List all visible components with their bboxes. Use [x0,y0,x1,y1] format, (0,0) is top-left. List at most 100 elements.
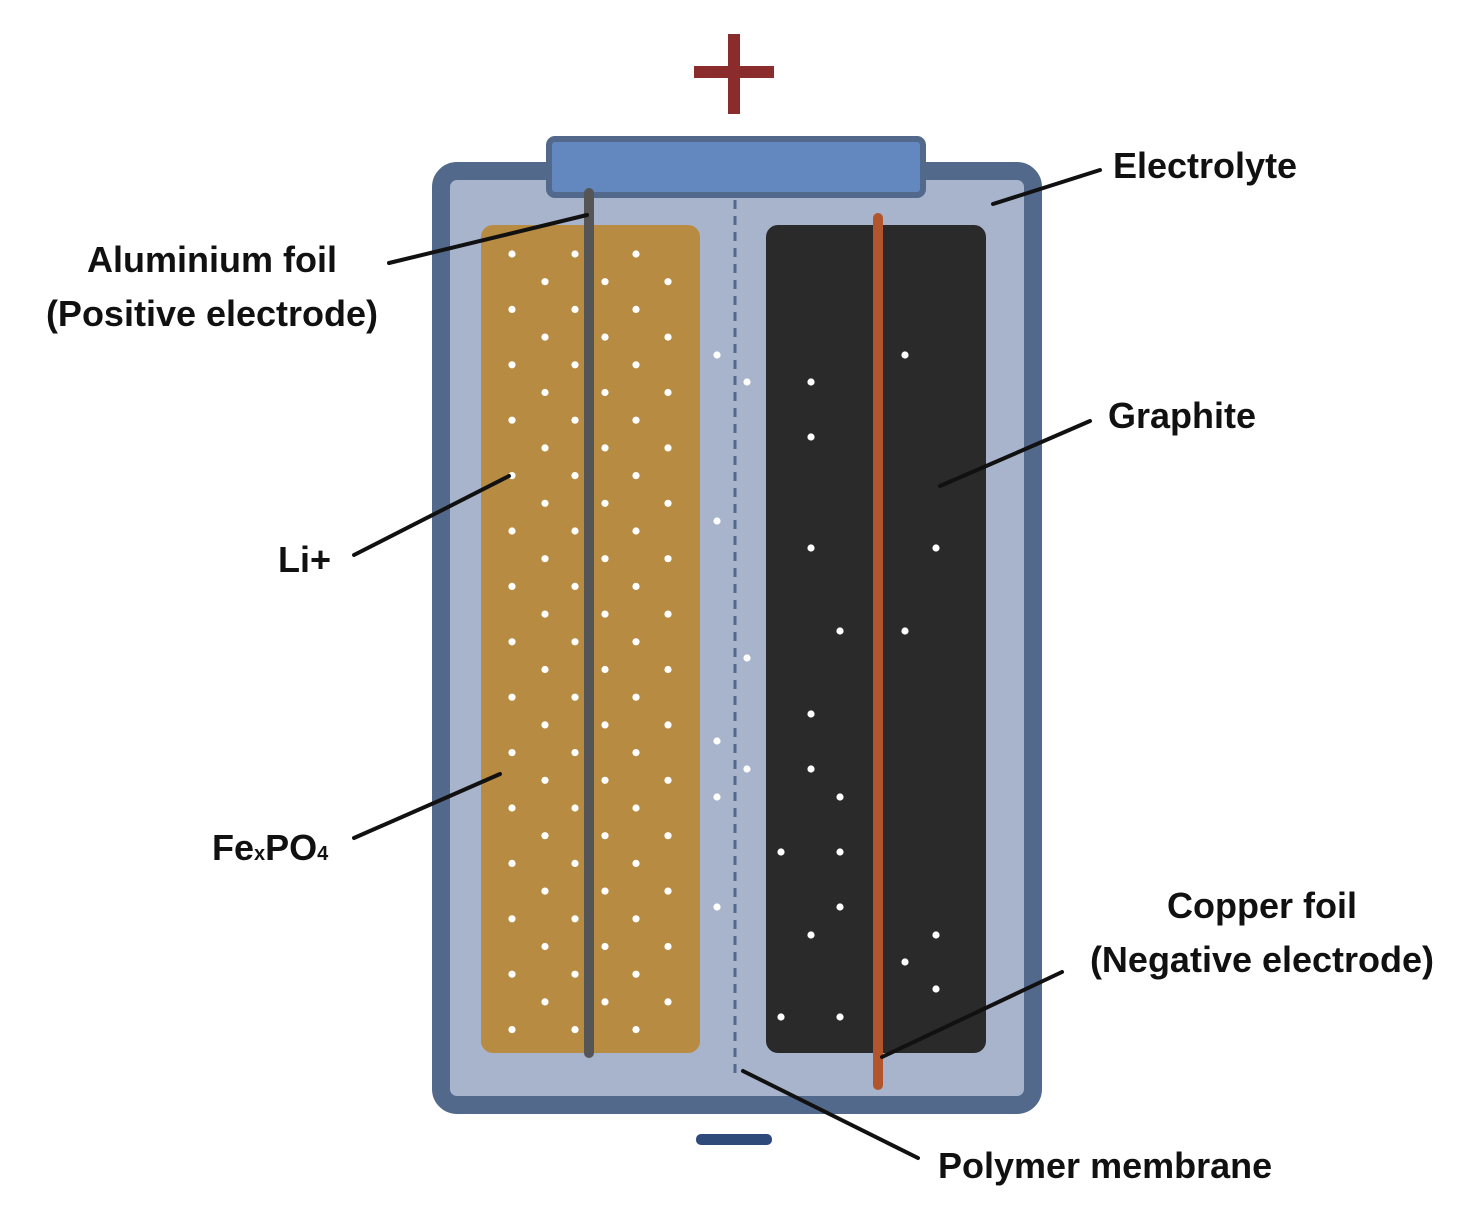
li-ion-dot [664,388,672,397]
li-ion-dot [632,693,640,701]
li-ion-dot [601,444,609,452]
li-ion-dot [571,915,579,923]
li-ion-dot [632,416,640,424]
li-ion-dot [743,378,751,386]
li-ion-dot [508,970,516,978]
label-positive-electrode: (Positive electrode) [46,293,378,334]
li-ion-dot [571,527,579,535]
li-ion-dot [743,654,751,662]
li-ion-dot [571,804,579,812]
li-ion-dot [508,361,516,369]
battery-cap [546,136,926,198]
li-ion-dot [541,832,549,840]
li-ion-dot [601,499,609,507]
li-ion-dot [632,749,640,757]
li-ion-dot [836,848,844,856]
li-ion-dot [601,388,609,397]
li-ion-dot [777,848,785,856]
li-ion-dot [836,903,844,911]
li-ion-dot [664,887,672,895]
li-ion-dot [541,388,549,397]
li-ion-dot [632,915,640,923]
li-ion-dot [508,416,516,424]
li-ion-dot [664,721,672,729]
li-ion-dot [632,970,640,978]
label-negative-electrode: (Negative electrode) [1090,939,1434,980]
li-ion-dot [541,998,549,1006]
leader-line-copper [880,970,1064,1059]
label-fexpo4-sub-4: 4 [317,843,329,865]
li-ion-dot [664,942,672,951]
li-ion-dot [932,931,940,939]
li-ion-dot [807,931,815,939]
li-ion-dot [508,305,516,313]
leader-line-polymer [741,1069,920,1160]
li-ion-dot [571,970,579,978]
li-ion-dot [713,737,721,745]
label-fexpo4-sub-x: x [254,843,265,865]
li-ion-dot [541,887,549,895]
li-ion-dot [508,859,516,868]
li-ion-dot [508,582,516,591]
li-ion-dot [601,887,609,895]
li-ion-dot [541,776,549,784]
li-ion-dot [632,250,640,258]
li-ion-dot [664,776,672,784]
li-ion-dot [601,278,609,286]
li-ion-dot [664,998,672,1006]
li-ion-dot [601,555,609,563]
label-copper-foil: Copper foil [1167,885,1357,926]
label-polymer-membrane: Polymer membrane [938,1145,1272,1186]
li-ion-dot [508,804,516,812]
li-ion-dot [508,638,516,646]
li-ion-dot [541,499,549,507]
li-ion-dot [664,499,672,507]
li-ion-dot [632,1026,640,1034]
li-ion-dot [571,250,579,258]
li-ion-dot [632,804,640,812]
li-ion-dot [836,627,844,635]
li-ion-dot [571,361,579,369]
leader-line-li-ion [352,474,511,557]
li-ion-dot [632,472,640,480]
negative-terminal-icon [696,1134,772,1145]
li-ion-dot [932,985,940,993]
li-ion-dot [664,555,672,563]
li-ion-dot [836,793,844,801]
label-graphite: Graphite [1108,395,1256,436]
li-ion-dot [632,582,640,591]
li-ion-dot [571,859,579,868]
li-ion-dot [508,527,516,535]
anode-li-ions [777,351,940,1021]
li-ion-dot [632,305,640,313]
label-fexpo4-po: PO [265,827,317,868]
li-ion-dot [541,942,549,951]
li-ion-dot [601,776,609,784]
li-ion-dot [541,333,549,341]
li-ion-dot [901,958,909,966]
li-ion-dot [807,378,815,386]
li-ion-dot [632,859,640,868]
li-ion-dot [601,998,609,1006]
li-ion-dot [601,665,609,674]
leader-line-graphite [938,419,1092,488]
li-ion-dot [508,749,516,757]
li-ion-dot [777,1013,785,1021]
li-ion-dot [508,1026,516,1034]
li-ion-dot [632,361,640,369]
li-ion-dot [601,721,609,729]
li-ion-dot [571,1026,579,1034]
li-ion-dot [541,721,549,729]
membrane-li-ions [713,351,751,911]
li-ion-dot [664,333,672,341]
cathode-li-ions [508,250,672,1034]
li-ion-dot [571,582,579,591]
li-ion-dot [541,444,549,452]
label-electrolyte: Electrolyte [1113,145,1297,186]
li-ion-dot [541,555,549,563]
li-ion-dot [901,351,909,359]
li-ion-dot [508,250,516,258]
li-ion-dot [807,433,815,441]
leader-line-electrolyte [991,168,1102,206]
